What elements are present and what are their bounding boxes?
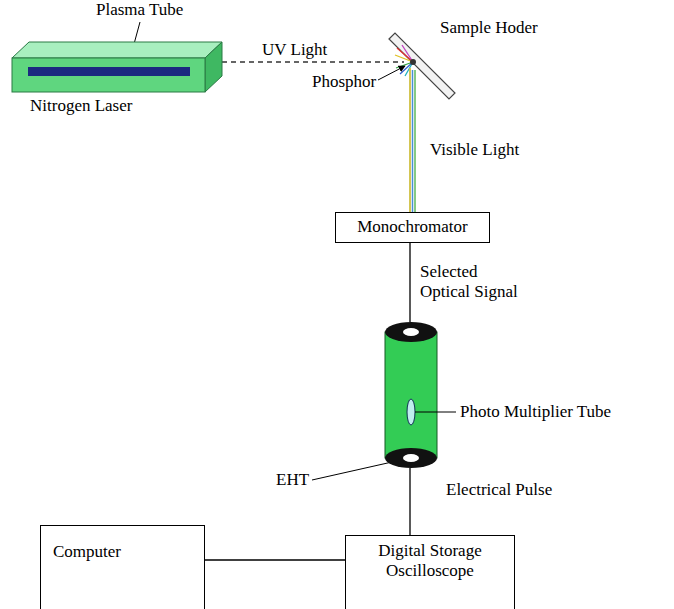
eht-lead bbox=[312, 462, 392, 480]
process-box: Digital Storage Oscilloscope bbox=[345, 535, 515, 609]
label-anchor: Visible Light bbox=[430, 140, 519, 160]
label-anchor: Phosphor bbox=[312, 72, 376, 92]
pmt-cylinder: Photo Multiplier Tube bbox=[385, 322, 437, 468]
node-text: Monochromator bbox=[342, 217, 483, 237]
edge-label: Electrical Pulse bbox=[446, 480, 552, 500]
light-strand bbox=[414, 70, 416, 212]
pmt-body bbox=[385, 322, 437, 468]
node-text: Computer bbox=[53, 542, 216, 562]
label-anchor: Electrical Pulse bbox=[446, 480, 552, 500]
connector bbox=[205, 559, 345, 560]
connector bbox=[409, 468, 410, 535]
process-box: Monochromator bbox=[335, 212, 490, 243]
label-anchor: EHT bbox=[276, 470, 309, 490]
node-text: Photo Multiplier Tube bbox=[460, 402, 611, 422]
light-strand bbox=[412, 70, 414, 212]
label-anchor: Plasma Tube bbox=[96, 0, 183, 20]
edge-label: Selected Optical Signal bbox=[420, 262, 525, 303]
label-anchor: Selected Optical Signal bbox=[420, 262, 525, 303]
laser-box: Nitrogen Laser bbox=[12, 42, 222, 92]
plasma-tube bbox=[28, 67, 190, 76]
laser-body bbox=[12, 42, 222, 92]
node-text: Digital Storage Oscilloscope bbox=[352, 541, 508, 582]
phosphor-dot bbox=[410, 59, 416, 65]
node-text: Sample Hoder bbox=[440, 18, 538, 38]
edge-label: UV Light bbox=[262, 40, 327, 60]
leader-arrow bbox=[378, 66, 405, 80]
label-anchor: UV Light bbox=[262, 40, 327, 60]
connector bbox=[409, 243, 410, 322]
sample-plate bbox=[389, 33, 455, 99]
part-name: Plasma Tube bbox=[96, 0, 183, 20]
signal-name: EHT bbox=[276, 470, 309, 490]
connector bbox=[409, 68, 411, 212]
edge-label: Visible Light bbox=[430, 140, 519, 160]
connector bbox=[222, 61, 404, 62]
process-box: Computer bbox=[40, 525, 205, 609]
node-text: Nitrogen Laser bbox=[30, 96, 132, 116]
part-name: Phosphor bbox=[312, 72, 376, 92]
sample-holder: Sample Hoder bbox=[404, 56, 416, 68]
leader-line bbox=[415, 412, 456, 413]
